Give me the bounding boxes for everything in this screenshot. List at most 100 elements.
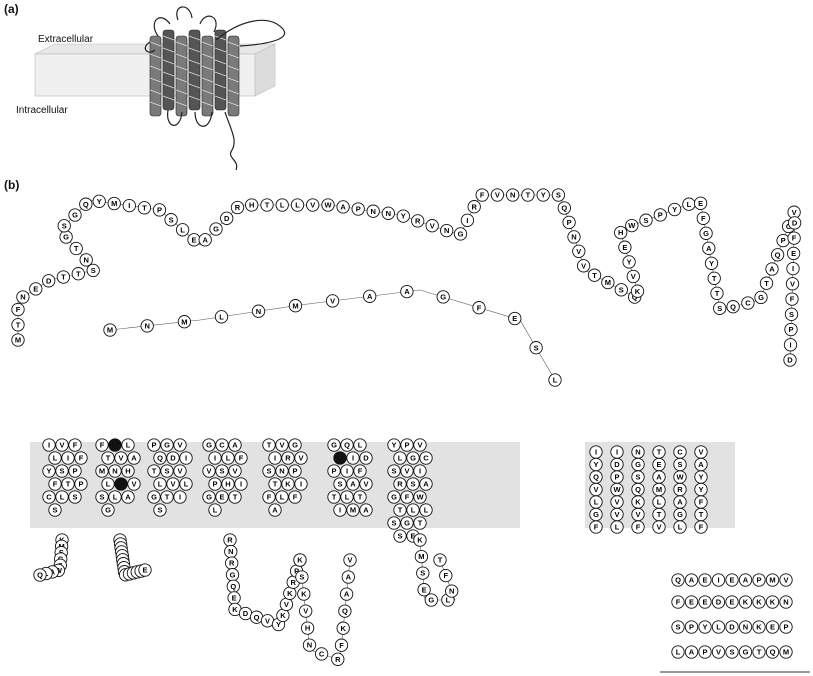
intracellular-loop-residue: K [284, 587, 296, 599]
svg-text:K: K [232, 605, 238, 614]
helix-residue [334, 452, 346, 464]
svg-text:A: A [677, 498, 683, 507]
svg-text:N: N [449, 587, 454, 596]
svg-text:I: I [67, 454, 69, 463]
c-terminal-residue: E [699, 596, 711, 608]
helix-residue: D [611, 458, 623, 470]
svg-text:V: V [310, 201, 315, 210]
svg-text:S: S [635, 473, 640, 482]
helix-residue: I [341, 465, 353, 477]
helix-residue: K [282, 478, 294, 490]
helix-residue: T [695, 508, 707, 520]
svg-text:M: M [15, 336, 21, 345]
helix-residue: V [401, 465, 413, 477]
svg-text:V: V [118, 454, 123, 463]
intracellular-loop-residue: V [280, 598, 292, 610]
svg-text:L: L [113, 493, 118, 502]
svg-text:E: E [33, 285, 38, 294]
svg-text:A: A [272, 506, 278, 515]
svg-text:G: G [743, 648, 749, 657]
helix-residue: S [674, 458, 686, 470]
svg-text:T: T [76, 269, 81, 278]
helix-residue: F [263, 491, 275, 503]
n-terminal-residue: N [568, 231, 580, 243]
helix-residue: F [289, 491, 301, 503]
svg-text:C: C [745, 299, 751, 308]
svg-text:E: E [142, 566, 147, 575]
n-terminal-residue: T [711, 287, 723, 299]
helix-residue: G [102, 504, 114, 516]
helix-residue: G [161, 439, 173, 451]
svg-text:G: G [72, 211, 78, 220]
svg-text:E: E [698, 199, 703, 208]
svg-text:G: G [428, 596, 434, 605]
helix-residue: T [269, 478, 281, 490]
svg-text:Q: Q [254, 613, 260, 622]
svg-text:S: S [72, 493, 77, 502]
n-terminal-residue: R [231, 201, 243, 213]
svg-text:N: N [635, 448, 640, 457]
svg-text:T: T [358, 493, 363, 502]
svg-text:L: L [219, 312, 224, 321]
helix-residue: F [354, 465, 366, 477]
c-terminal-residue: S [726, 646, 738, 658]
helix-residue: L [590, 496, 602, 508]
helix-residue: E [216, 491, 228, 503]
svg-text:V: V [265, 616, 270, 625]
svg-text:V: V [232, 467, 237, 476]
svg-text:F: F [701, 214, 706, 223]
svg-text:G: G [213, 225, 219, 234]
c-terminal-residue: P [780, 621, 792, 633]
helix-residue: L [354, 439, 366, 451]
n-terminal-residue: Y [668, 203, 680, 215]
svg-text:I: I [466, 216, 468, 225]
linker-residue: M [104, 324, 116, 336]
svg-text:H: H [125, 467, 130, 476]
helix-residue: P [289, 465, 301, 477]
svg-text:V: V [363, 480, 368, 489]
c-terminal-residue: E [766, 621, 778, 633]
helix-residue: S [216, 465, 228, 477]
svg-text:P: P [783, 623, 788, 632]
helix-residue: F [632, 521, 644, 533]
n-terminal-residue: Y [537, 189, 549, 201]
linker-residue: S [530, 342, 542, 354]
svg-text:G: G [703, 229, 709, 238]
svg-text:D: D [170, 454, 176, 463]
helix-residue: I [62, 452, 74, 464]
svg-text:T: T [267, 441, 272, 450]
svg-text:V: V [716, 648, 721, 657]
svg-text:N: N [571, 233, 576, 242]
svg-text:P: P [702, 648, 707, 657]
svg-text:G: G [230, 570, 236, 579]
n-terminal-residue: I [787, 262, 799, 274]
svg-text:D: D [787, 356, 793, 365]
intracellular-loop-residue: R [226, 557, 238, 569]
svg-text:I: I [346, 467, 348, 476]
svg-text:Q: Q [730, 302, 736, 311]
svg-text:F: F [79, 454, 84, 463]
helix-residue: I [209, 452, 221, 464]
svg-text:P: P [788, 325, 793, 334]
svg-text:T: T [764, 279, 769, 288]
svg-text:T: T [233, 493, 238, 502]
helix-residue: T [229, 491, 241, 503]
helix-residue: L [674, 521, 686, 533]
svg-text:V: V [404, 467, 409, 476]
helix-residue: F [695, 496, 707, 508]
n-terminal-residue: N [80, 254, 92, 266]
n-terminal-residue: T [522, 189, 534, 201]
c-terminal-residue: A [685, 574, 697, 586]
n-terminal-residue: D [784, 354, 796, 366]
n-terminal-residue: Y [93, 195, 105, 207]
svg-text:N: N [370, 207, 375, 216]
svg-text:S: S [619, 285, 624, 294]
svg-text:I: I [339, 506, 341, 515]
n-terminal-residue: E [787, 247, 799, 259]
svg-text:C: C [319, 650, 325, 659]
helix-residue: G [289, 439, 301, 451]
intracellular-loop-residue: D [239, 607, 251, 619]
svg-text:I: I [792, 264, 794, 273]
intracellular-loop-residue: N [225, 545, 237, 557]
n-terminal-residue: R [412, 215, 424, 227]
